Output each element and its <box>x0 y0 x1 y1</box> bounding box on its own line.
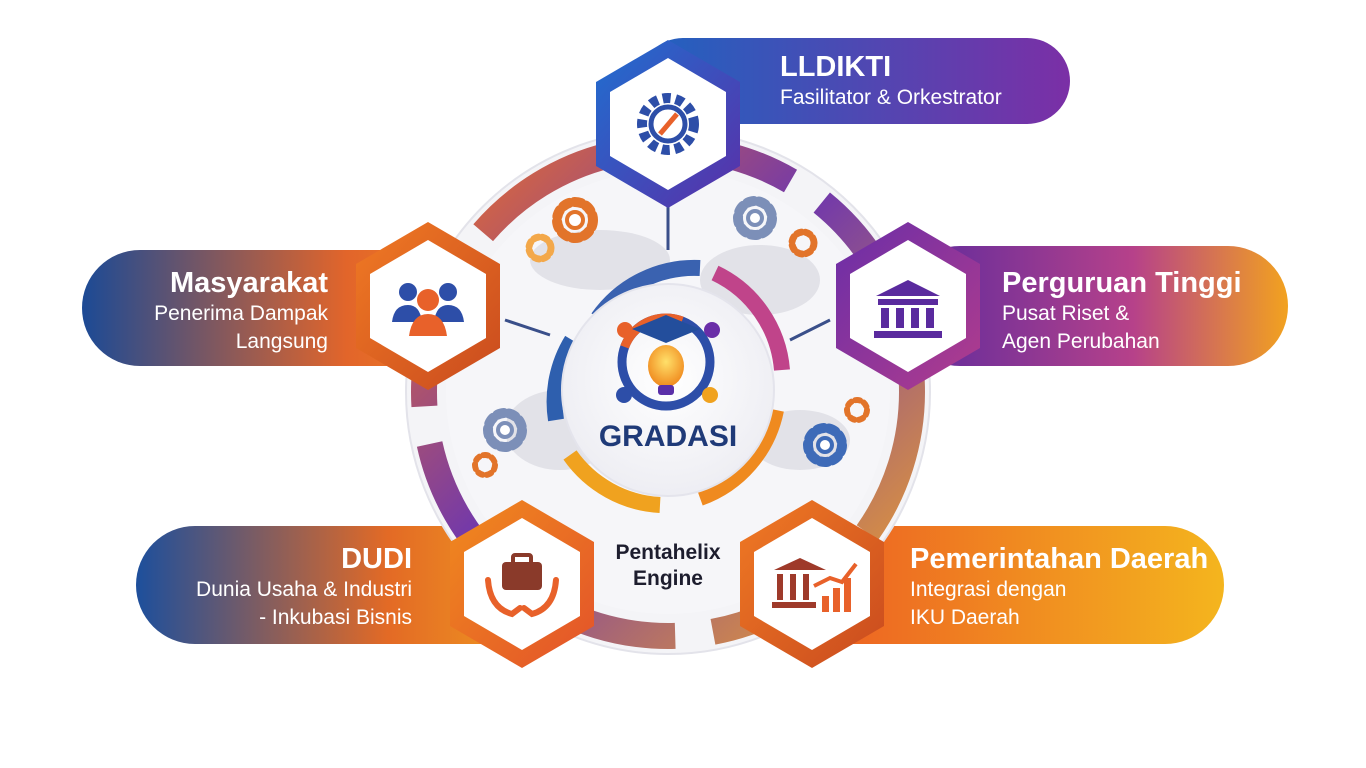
hexagon-dudi <box>450 500 594 668</box>
perguruan-tinggi-subtitle-line2: Agen Perubahan <box>1002 330 1160 353</box>
hexagon-masyarakat <box>356 222 500 390</box>
dudi-subtitle-line1: Dunia Usaha & Industri <box>196 578 412 601</box>
engine-label-line2: Engine <box>632 567 703 590</box>
gear-decoration-icon <box>472 196 870 478</box>
briefcase-hands-icon <box>485 553 559 618</box>
masyarakat-label: Masyarakat Penerima Dampak Langsung <box>100 266 328 356</box>
masyarakat-subtitle-line2: Langsung <box>235 330 328 353</box>
pill-perguruan-tinggi <box>900 246 1288 366</box>
people-group-icon <box>392 283 464 336</box>
pill-lldikti <box>640 38 1070 124</box>
dudi-subtitle-line2: - Inkubasi Bisnis <box>259 606 412 629</box>
pentahelix-engine-label: Pentahelix Engine <box>588 540 748 592</box>
connector-lines <box>504 200 831 342</box>
dudi-title: DUDI <box>341 543 412 575</box>
pill-pemerintahan-daerah <box>790 526 1224 644</box>
university-building-icon <box>874 280 942 338</box>
masyarakat-subtitle-line1: Penerima Dampak <box>154 302 328 325</box>
gear-compass-icon <box>637 93 699 155</box>
gradasi-logo-text: GRADASI <box>598 420 738 453</box>
perguruan-tinggi-label: Perguruan Tinggi Pusat Riset & Agen Peru… <box>1002 266 1242 356</box>
inner-cycle-arrows <box>546 259 790 513</box>
dudi-label: DUDI Dunia Usaha & Industri - Inkubasi B… <box>150 542 412 632</box>
hexagon-lldikti <box>596 40 740 208</box>
pemerintahan-daerah-label: Pemerintahan Daerah Integrasi dengan IKU… <box>910 542 1208 632</box>
lldikti-subtitle: Fasilitator & Orkestrator <box>780 86 1002 109</box>
pemerintahan-daerah-subtitle-line1: Integrasi dengan <box>910 578 1067 601</box>
perguruan-tinggi-subtitle-line1: Pusat Riset & <box>1002 302 1130 325</box>
engine-label-line1: Pentahelix <box>615 541 721 564</box>
perguruan-tinggi-title: Perguruan Tinggi <box>1002 267 1242 299</box>
gradasi-logo-icon <box>616 313 720 411</box>
lldikti-title: LLDIKTI <box>780 51 892 83</box>
pemerintahan-daerah-title: Pemerintahan Daerah <box>910 543 1209 575</box>
lldikti-label: LLDIKTI Fasilitator & Orkestrator <box>780 50 1002 112</box>
government-growth-chart-icon <box>772 558 858 612</box>
masyarakat-title: Masyarakat <box>170 267 328 299</box>
pemerintahan-daerah-subtitle-line2: IKU Daerah <box>910 606 1020 629</box>
hexagon-pemerintahan-daerah <box>740 500 884 668</box>
hexagon-perguruan-tinggi <box>836 222 980 390</box>
